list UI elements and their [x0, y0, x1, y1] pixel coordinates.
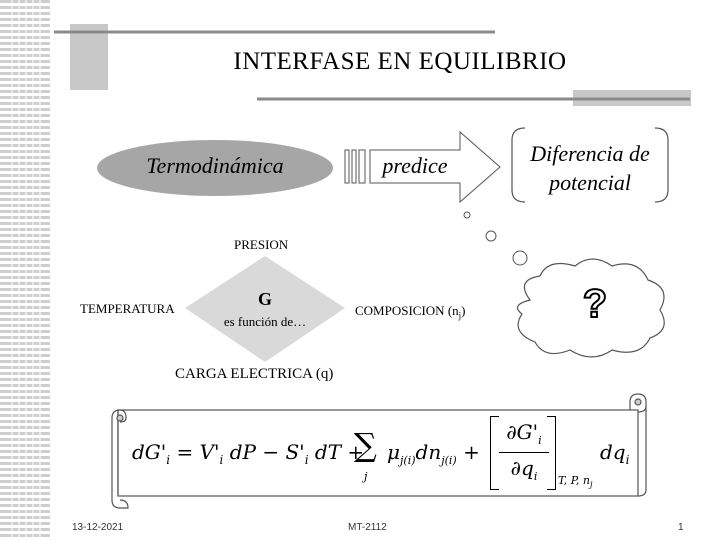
equation: dG'i = V'i dP − S'i dT + ∑ j μj(i)dnj(i)…: [132, 420, 632, 490]
composicion-text: COMPOSICION (n: [355, 303, 459, 318]
footer-page-number: 1: [678, 522, 684, 533]
footer-course: MT-2112: [348, 522, 387, 533]
question-mark-icon: ?: [575, 282, 615, 327]
predice-label: predice: [374, 153, 456, 179]
temperatura-label: TEMPERATURA: [80, 301, 175, 317]
equation-bracket: ∂G'i ∂qi: [490, 416, 556, 490]
diferencia-line-2: potencial: [515, 168, 665, 197]
diferencia-potencial-label: Diferencia de potencial: [515, 139, 665, 197]
equation-dq: dqi: [600, 440, 629, 467]
thought-bubble-large: [513, 251, 527, 265]
footer-date: 13-12-2021: [72, 522, 123, 533]
slide-title: INTERFASE EN EQUILIBRIO: [150, 48, 650, 76]
diferencia-line-1: Diferencia de: [515, 139, 665, 168]
thought-bubble-medium: [486, 231, 496, 241]
equation-constants: T, P, nj: [558, 474, 592, 489]
equation-sum-index: j: [364, 470, 367, 483]
equation-main: dG'i = V'i dP − S'i dT +: [132, 440, 364, 467]
presion-label: PRESION: [234, 237, 288, 253]
thought-bubble-small: [464, 212, 470, 218]
termodinamica-label: Termodinámica: [97, 153, 333, 179]
equation-mu-term: μj(i)dnj(i) +: [387, 440, 480, 467]
header-square-left: [70, 24, 108, 90]
carga-label: CARGA ELECTRICA (q): [175, 366, 333, 383]
equation-sum: ∑: [354, 426, 377, 464]
composicion-close: ): [461, 303, 465, 318]
g-label: G: [215, 289, 315, 310]
composicion-label: COMPOSICION (nj): [355, 303, 466, 321]
g-subtitle: es función de…: [205, 314, 325, 330]
